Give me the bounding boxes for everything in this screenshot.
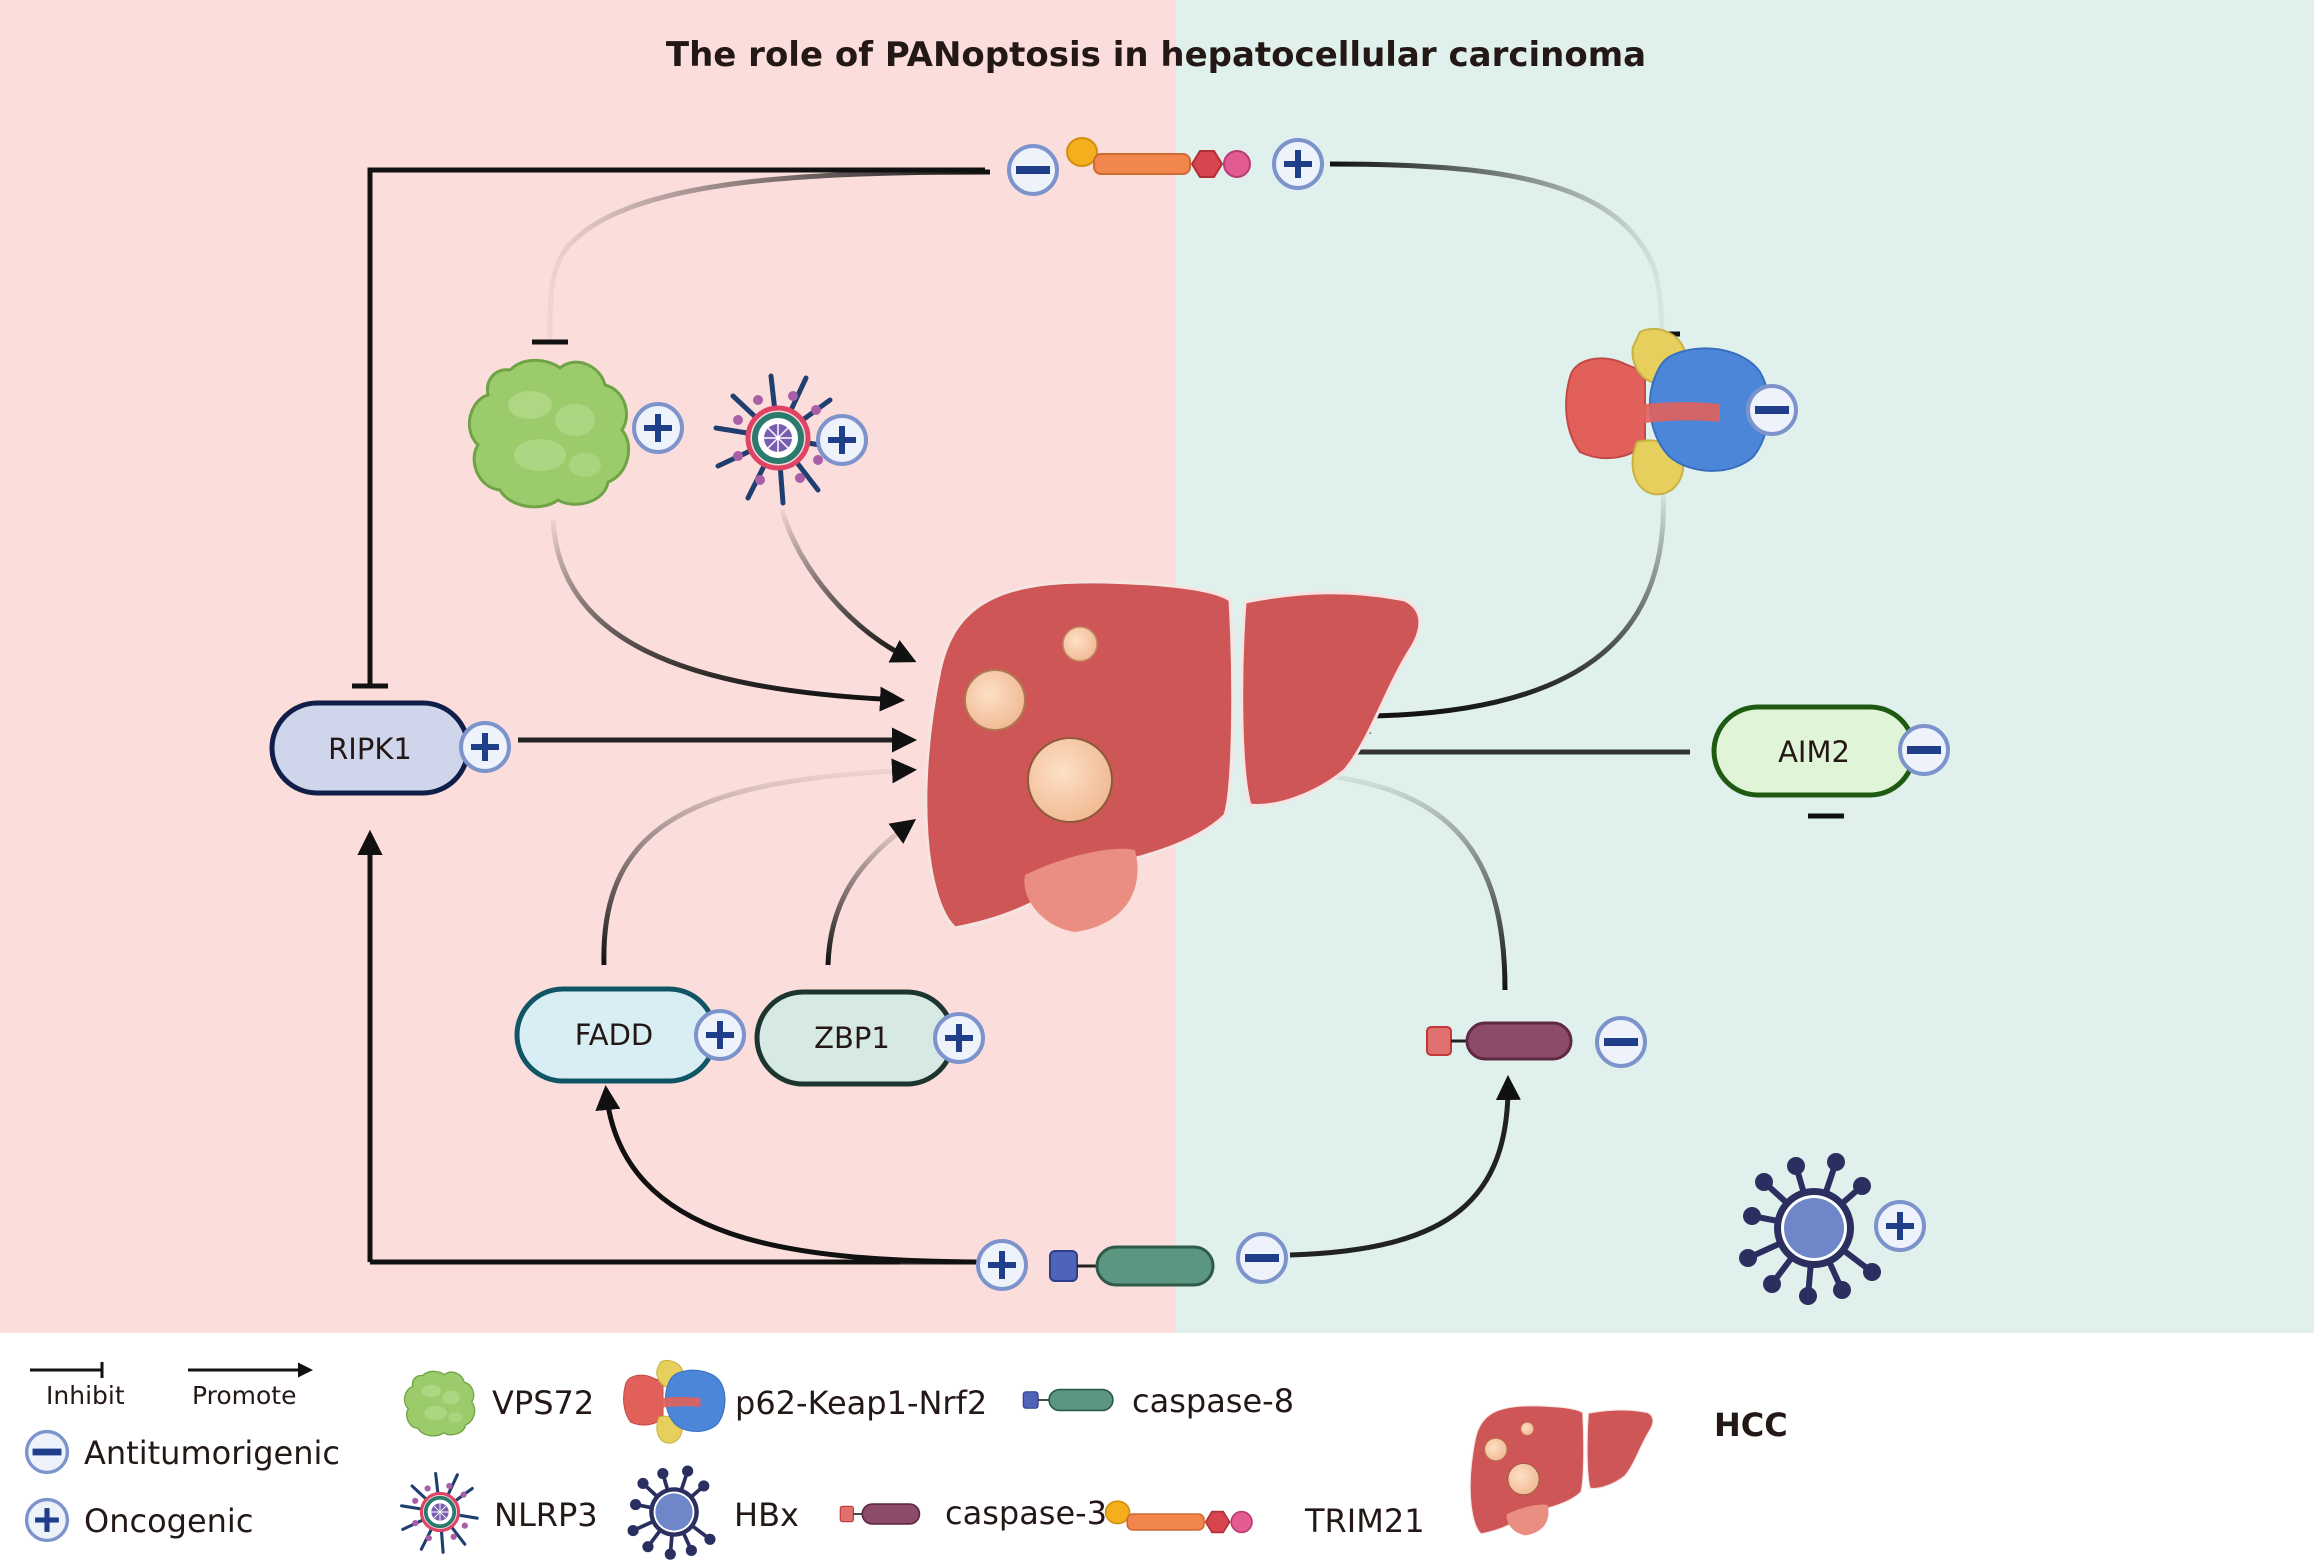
caspase8-node[interactable] [1048, 1245, 1215, 1287]
nlrp3-oncogenic-sign [816, 414, 868, 466]
legend-trim21: TRIM21 [1104, 1500, 1425, 1540]
diagram-title: The role of PANoptosis in hepatocellular… [666, 35, 1646, 75]
edge-trim21-inhibits-vps72 [547, 169, 991, 341]
legend-hbx-label: HBx [734, 1496, 799, 1534]
trim21-antitumorigenic-sign [1007, 144, 1059, 196]
legend-hcc: HCC [1469, 1405, 1788, 1536]
ripk1-label: RIPK1 [328, 732, 412, 766]
caspase3-legend-icon [839, 1503, 921, 1525]
legend-vps72: VPS72 [403, 1370, 594, 1437]
edge-nlrp3-promotes-hcc [779, 509, 917, 663]
legend-promote-label: Promote [192, 1381, 297, 1410]
legend-caspase8: caspase-8 [1022, 1382, 1294, 1420]
legend-hcc-label: HCC [1714, 1406, 1788, 1444]
minus-icon [24, 1429, 70, 1475]
legend-hbx: HBx [625, 1463, 799, 1562]
legend-nlrp3: NLRP3 [399, 1471, 598, 1555]
aim2-antitumorigenic-sign [1898, 724, 1950, 776]
vps72-legend-icon [403, 1370, 476, 1437]
zbp1-node[interactable]: ZBP1 [754, 989, 956, 1087]
caspase8-antitumorigenic-sign [1236, 1232, 1288, 1284]
hbx-oncogenic-sign [1874, 1200, 1926, 1252]
plus-icon [24, 1497, 70, 1543]
legend-inhibit-label: Inhibit [46, 1381, 125, 1410]
caspase3-icon [1425, 1021, 1573, 1061]
edge-vps72-promotes-hcc [550, 519, 905, 712]
edge-caspase8-promotes-caspase3 [1289, 1075, 1521, 1258]
legend-nlrp3-label: NLRP3 [494, 1496, 598, 1534]
legend-antitumorigenic: Antitumorigenic [24, 1429, 340, 1475]
edge-trim21-inhibits-p62 [1329, 161, 1665, 333]
legend-oncogenic-label: Oncogenic [84, 1502, 253, 1540]
vps72-oncogenic-sign [632, 402, 684, 454]
zbp1-oncogenic-sign [933, 1012, 985, 1064]
aim2-node[interactable]: AIM2 [1711, 704, 1917, 798]
legend-vps72-label: VPS72 [492, 1384, 594, 1422]
caspase3-antitumorigenic-sign [1595, 1016, 1647, 1068]
legend-p62-label: p62-Keap1-Nrf2 [735, 1384, 987, 1422]
aim2-label: AIM2 [1778, 735, 1850, 769]
fadd-label: FADD [575, 1018, 654, 1052]
fadd-node[interactable]: FADD [514, 986, 718, 1084]
legend-trim21-label: TRIM21 [1304, 1502, 1425, 1540]
caspase8-legend-icon [1022, 1388, 1114, 1412]
ripk1-node[interactable]: RIPK1 [269, 700, 471, 796]
edge-fadd-promotes-hcc [601, 758, 917, 966]
vps72-icon [467, 358, 631, 509]
edge-trim21-inhibits-ripk1 [367, 167, 985, 686]
edge-p62-inhibits-hcc [1369, 489, 1666, 719]
p62-antitumorigenic-sign [1746, 384, 1798, 436]
legend-inhibit: Inhibit [30, 1362, 125, 1410]
vps72-node[interactable] [467, 358, 631, 509]
legend-antitumorigenic-label: Antitumorigenic [84, 1434, 340, 1472]
edge-zbp1-promotes-hcc [825, 819, 917, 966]
trim21-oncogenic-sign [1272, 138, 1324, 190]
legend: Inhibit Promote Antitumorigenic Oncogeni… [24, 1359, 1788, 1562]
caspase8-oncogenic-sign [976, 1239, 1028, 1291]
caspase8-icon [1048, 1245, 1215, 1287]
caspase3-node[interactable] [1425, 1021, 1573, 1061]
ripk1-oncogenic-sign [459, 721, 511, 773]
legend-caspase8-label: caspase-8 [1132, 1382, 1294, 1420]
legend-caspase3-label: caspase-3 [945, 1494, 1107, 1532]
legend-caspase3: caspase-3 [839, 1494, 1107, 1532]
legend-promote: Promote [188, 1362, 313, 1410]
zbp1-label: ZBP1 [814, 1021, 890, 1055]
fadd-oncogenic-sign [694, 1009, 746, 1061]
legend-oncogenic: Oncogenic [24, 1497, 253, 1543]
edge-caspase8-promotes-fadd [595, 1085, 976, 1265]
legend-p62: p62-Keap1-Nrf2 [623, 1359, 987, 1444]
